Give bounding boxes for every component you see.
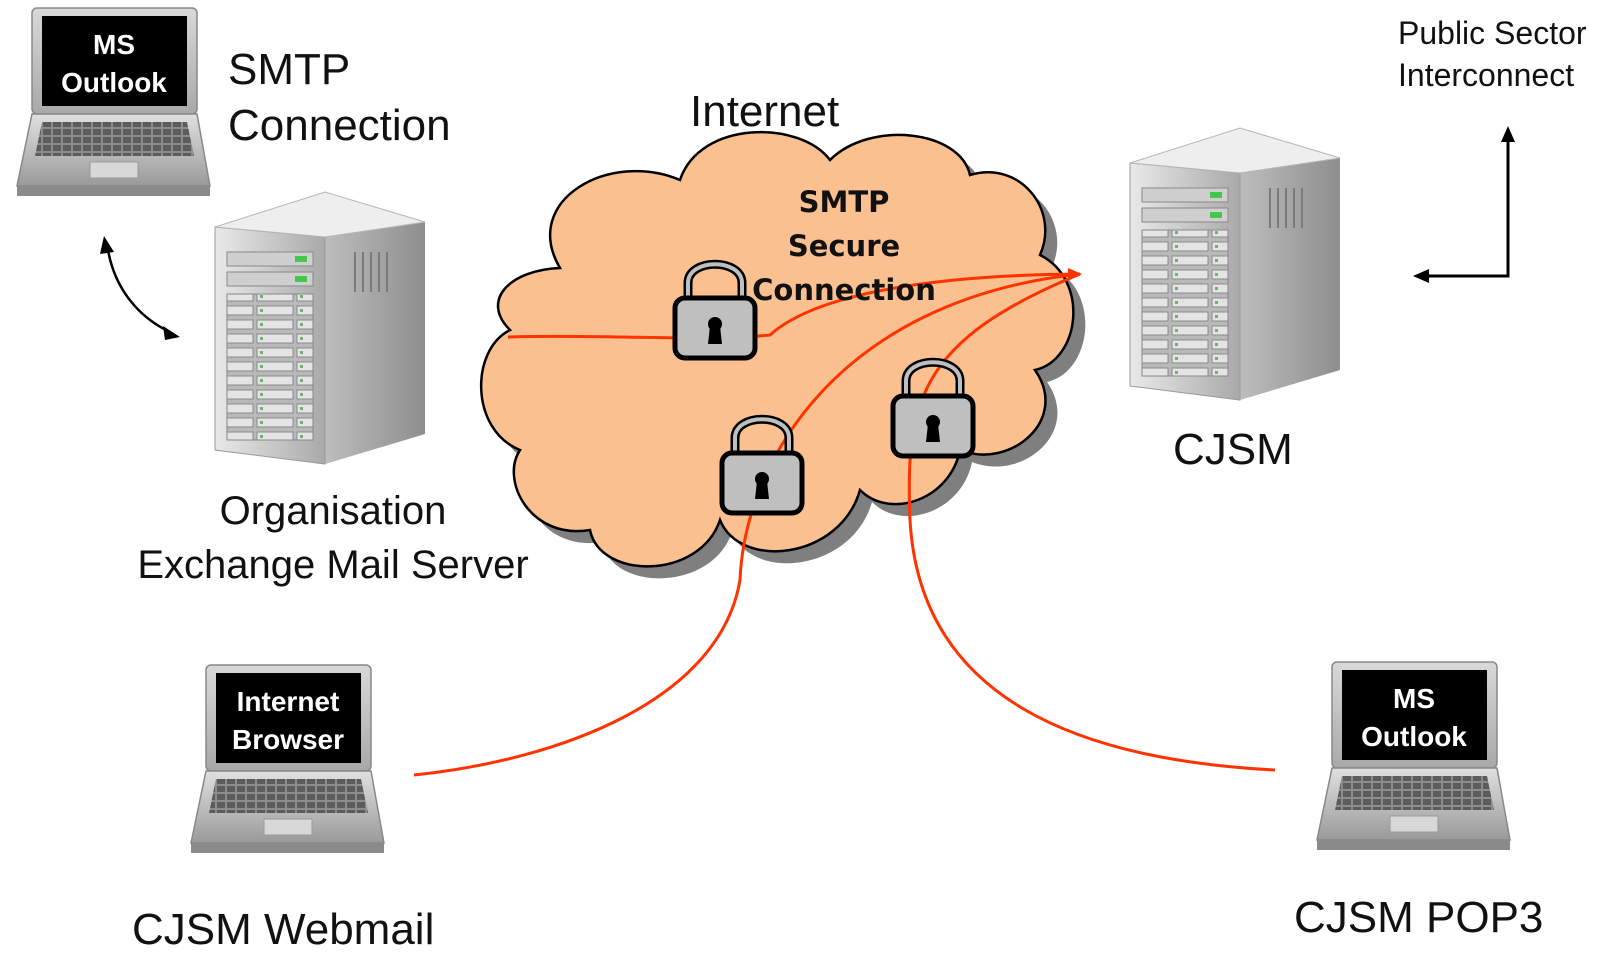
cjsm-webmail-label: CJSM Webmail	[132, 905, 435, 954]
secure-connection-lines	[413, 268, 1276, 777]
laptop-screen-text: Internet	[237, 686, 340, 717]
exchange-server-icon	[214, 191, 426, 465]
lock-icon	[719, 414, 805, 516]
cjsm-label: CJSM	[1173, 425, 1293, 474]
laptop-internet-browser-icon: Internet Browser	[190, 664, 385, 853]
outlook-exchange-double-arrow	[100, 236, 180, 340]
organisation-server-label: Organisation Exchange Mail Server	[88, 484, 578, 592]
laptop-screen-text: MS	[93, 29, 135, 60]
lock-icon	[890, 357, 976, 459]
cjsm-pop3-label: CJSM POP3	[1294, 893, 1544, 942]
cjsm-server-icon	[1129, 127, 1341, 401]
organisation-server-line: Organisation	[219, 489, 447, 533]
public-sector-line: Public Sector	[1398, 15, 1587, 51]
organisation-server-line: Exchange Mail Server	[137, 543, 529, 587]
laptop-screen-text: Browser	[232, 724, 344, 755]
laptop-screen-text: Outlook	[61, 67, 167, 98]
laptop-ms-outlook-icon: MS Outlook	[16, 7, 211, 196]
laptop-screen-text: MS	[1393, 683, 1435, 714]
smtp-connection-line: SMTP	[228, 45, 351, 94]
cloud-caption-line: SMTP	[799, 185, 890, 219]
cloud-caption-line: Connection	[752, 273, 936, 307]
line-webmail-to-cjsm	[413, 272, 1081, 777]
cloud-caption: SMTP Secure Connection	[752, 185, 936, 307]
laptop-ms-outlook-pop3-icon: MS Outlook	[1316, 661, 1511, 850]
cloud-caption-line: Secure	[788, 229, 900, 263]
internet-label: Internet	[690, 87, 840, 136]
line-exchange-to-cjsm	[507, 272, 1081, 340]
line-pop3-to-cjsm	[907, 272, 1276, 772]
public-sector-label: Public Sector Interconnect	[1398, 12, 1587, 96]
lock-icon	[672, 259, 758, 361]
public-sector-line: Interconnect	[1398, 57, 1575, 93]
public-sector-connector-arrow	[1413, 126, 1515, 283]
laptop-screen-text: Outlook	[1361, 721, 1467, 752]
smtp-connection-line: Connection	[228, 101, 451, 150]
line-arrowhead	[1068, 268, 1082, 280]
smtp-connection-label: SMTP Connection	[228, 42, 451, 154]
